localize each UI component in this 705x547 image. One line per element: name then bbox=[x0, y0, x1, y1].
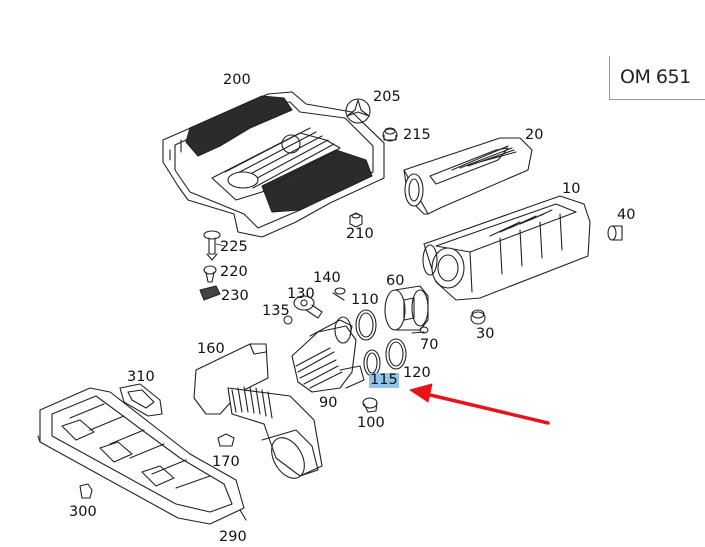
part-label-110: 110 bbox=[351, 292, 379, 308]
clip-220 bbox=[203, 265, 217, 283]
part-label-220: 220 bbox=[220, 264, 248, 280]
intake-duct-20 bbox=[403, 137, 533, 215]
part-label-30: 30 bbox=[476, 326, 495, 342]
clip-300 bbox=[79, 483, 93, 499]
engine-code-box: OM 651 bbox=[609, 56, 705, 100]
cap-40 bbox=[607, 225, 623, 241]
part-label-205: 205 bbox=[373, 89, 401, 105]
part-label-230: 230 bbox=[221, 288, 249, 304]
part-label-135: 135 bbox=[262, 303, 290, 319]
part-label-100: 100 bbox=[357, 415, 385, 431]
part-label-60: 60 bbox=[386, 273, 405, 289]
intake-pipe-160 bbox=[193, 343, 323, 479]
part-label-115-highlighted[interactable]: 115 bbox=[369, 372, 399, 388]
screw-140 bbox=[332, 287, 346, 301]
red-arrow bbox=[409, 383, 550, 425]
bolt-225 bbox=[203, 230, 221, 261]
part-label-40: 40 bbox=[617, 207, 636, 223]
part-label-10: 10 bbox=[562, 181, 581, 197]
engine-cover-200 bbox=[162, 91, 385, 238]
part-label-120: 120 bbox=[403, 365, 431, 381]
panel-290 bbox=[37, 387, 247, 525]
nut-210 bbox=[349, 212, 363, 228]
part-label-310: 310 bbox=[127, 369, 155, 385]
clamp-120 bbox=[385, 338, 407, 370]
part-label-300: 300 bbox=[69, 504, 97, 520]
clamp-110 bbox=[355, 309, 377, 341]
part-label-20: 20 bbox=[525, 127, 544, 143]
part-label-130: 130 bbox=[287, 286, 315, 302]
bracket-230 bbox=[199, 285, 221, 301]
part-label-90: 90 bbox=[319, 395, 338, 411]
part-label-70: 70 bbox=[420, 337, 439, 353]
seal-310 bbox=[119, 383, 163, 417]
sensor-130 bbox=[293, 295, 323, 319]
part-label-200: 200 bbox=[223, 72, 251, 88]
part-label-170: 170 bbox=[212, 454, 240, 470]
engine-code: OM 651 bbox=[620, 66, 691, 88]
air-mass-sensor-60 bbox=[384, 285, 429, 331]
part-label-140: 140 bbox=[313, 270, 341, 286]
rubber-mount-215 bbox=[382, 127, 398, 142]
clip-170 bbox=[217, 433, 235, 447]
part-label-290: 290 bbox=[219, 529, 247, 545]
part-label-225: 225 bbox=[220, 239, 248, 255]
part-label-160: 160 bbox=[197, 341, 225, 357]
part-label-215: 215 bbox=[403, 127, 431, 143]
valve-100 bbox=[362, 397, 378, 413]
grommet-30 bbox=[470, 309, 486, 325]
part-label-210: 210 bbox=[346, 226, 374, 242]
air-filter-housing-10 bbox=[422, 195, 591, 301]
screw-70 bbox=[411, 326, 429, 334]
intake-hose-90 bbox=[291, 316, 365, 393]
seal-135 bbox=[283, 315, 293, 325]
star-emblem-205 bbox=[345, 98, 371, 124]
